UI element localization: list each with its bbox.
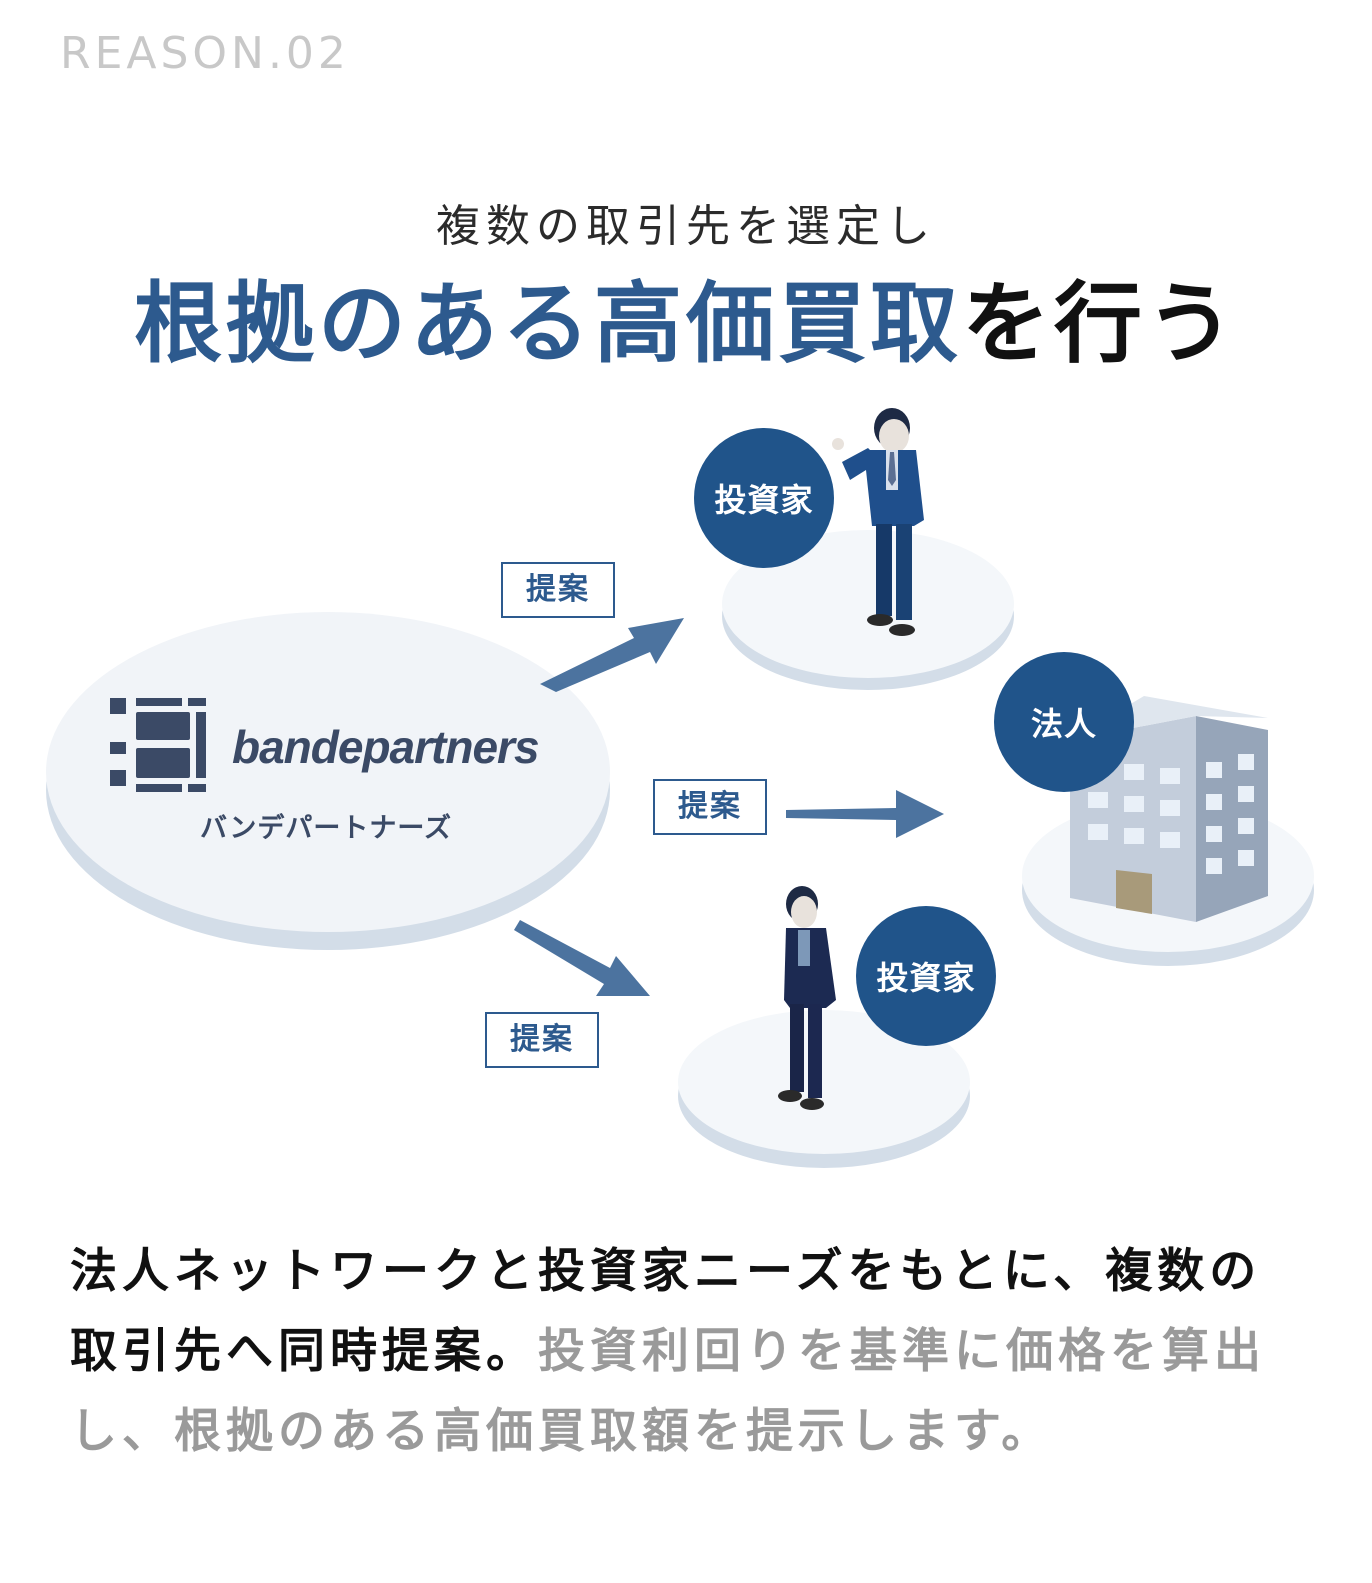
title-highlight: 根拠のある高価買取: [133, 271, 962, 375]
investor-badge-bottom: 投資家: [856, 906, 996, 1046]
investor-badge-top: 投資家: [694, 428, 834, 568]
description-normal: 投資利回りを基準に価格を算出し、根拠のある高価買取額を提示します。: [70, 1324, 1266, 1459]
corporation-badge: 法人: [994, 652, 1134, 792]
reason-label: REASON.02: [60, 28, 350, 79]
arrow-to-corporation: [786, 790, 944, 838]
section-subtitle: 複数の取引先を選定し: [436, 201, 936, 252]
arrow-to-top-investor: [540, 618, 684, 692]
title-suffix: を行う: [962, 271, 1239, 375]
investor-platform-bottom: [678, 1010, 970, 1168]
arrow-to-bottom-investor: [514, 920, 650, 996]
company-platform: [46, 612, 610, 950]
diagram-graphic: [46, 408, 1314, 1168]
proposal-tag-middle: 提案: [653, 779, 767, 835]
investor-platform-top: [722, 530, 1014, 690]
company-logo-text: bandepartners: [232, 721, 540, 773]
description-strong: 法人ネットワークと投資家ニーズをもとに、複数の取引先へ同時提案。: [70, 1244, 1262, 1379]
businessman-bottom-icon: [778, 886, 836, 1110]
company-logo-icon: [110, 698, 206, 792]
company-name-kana: バンデパートナーズ: [200, 813, 452, 844]
description: 法人ネットワークと投資家ニーズをもとに、複数の取引先へ同時提案。投資利回りを基準…: [70, 1232, 1310, 1472]
businessman-top-icon: [832, 408, 924, 636]
proposal-tag-bottom: 提案: [485, 1012, 599, 1068]
proposal-tag-top: 提案: [501, 562, 615, 618]
section-title: 根拠のある高価買取を行う: [0, 268, 1372, 378]
